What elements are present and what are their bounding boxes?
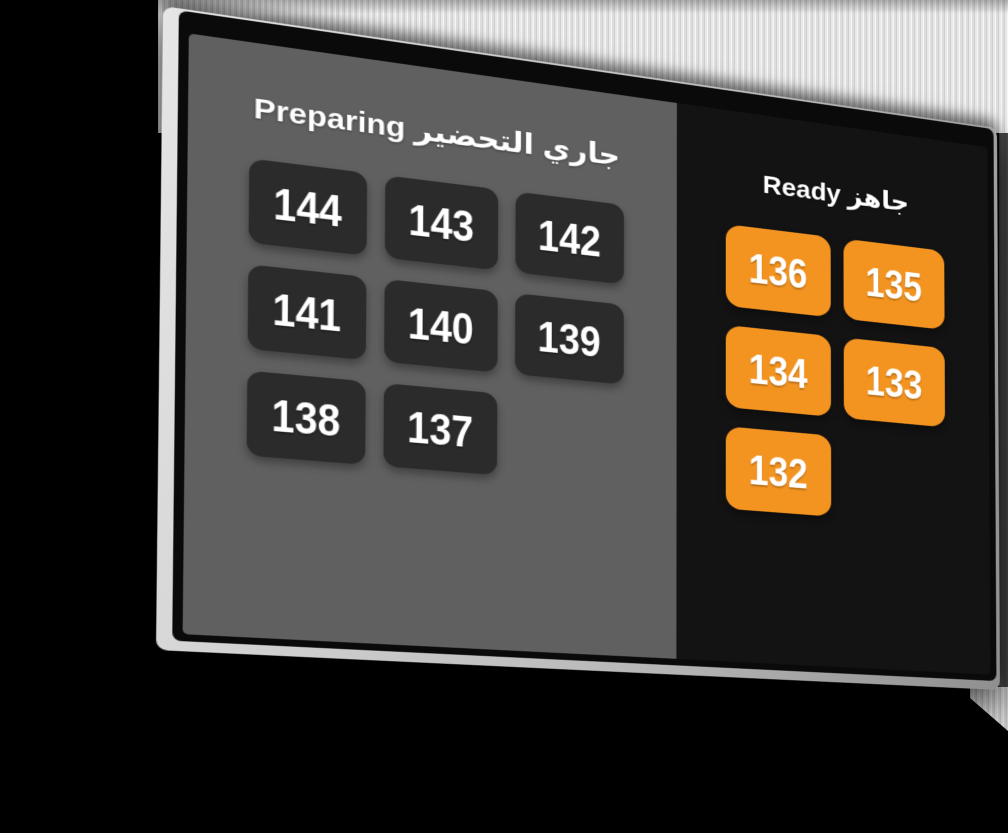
- ready-title: جاهز Ready: [762, 170, 909, 217]
- preparing-order-tile: 140: [383, 278, 498, 373]
- ready-order-tile: 136: [725, 224, 831, 318]
- order-number: 134: [748, 344, 808, 398]
- ready-section: جاهز Ready 136 135 134 133 132: [676, 103, 991, 675]
- order-number: 143: [408, 194, 475, 252]
- ready-order-tile: 135: [843, 238, 945, 330]
- preparing-order-tile: 142: [515, 191, 624, 285]
- order-number: 142: [538, 210, 602, 267]
- ready-order-tile: 132: [725, 426, 831, 517]
- preparing-grid: 144 143 142 141 140 139 138 137: [185, 151, 678, 490]
- ready-order-tile: 134: [725, 324, 831, 417]
- order-number: 133: [865, 356, 923, 409]
- striped-wall-right-sliver: [999, 133, 1008, 688]
- order-number: 132: [748, 445, 809, 498]
- order-number: 137: [407, 401, 474, 458]
- preparing-order-tile: 141: [247, 264, 367, 361]
- order-number: 144: [273, 177, 343, 237]
- tv-screen: جاري التحضير Preparing 144 143 142 141 1…: [182, 33, 991, 675]
- order-number: 138: [271, 389, 341, 447]
- order-number: 135: [865, 258, 923, 311]
- preparing-order-tile: 137: [383, 383, 498, 476]
- preparing-section: جاري التحضير Preparing 144 143 142 141 1…: [182, 33, 678, 659]
- preparing-order-tile: 138: [246, 370, 366, 465]
- order-number: 141: [272, 283, 342, 342]
- preparing-order-tile: 139: [514, 293, 624, 385]
- ready-grid: 136 135 134 133 132: [677, 218, 990, 529]
- order-number: 139: [537, 311, 602, 367]
- order-number: 140: [407, 297, 475, 355]
- order-number: 136: [748, 244, 808, 298]
- ready-order-tile: 133: [843, 337, 945, 428]
- preparing-order-tile: 144: [248, 158, 367, 256]
- preparing-order-tile: 143: [384, 175, 498, 271]
- striped-wall-bottom-corner: [970, 687, 1008, 731]
